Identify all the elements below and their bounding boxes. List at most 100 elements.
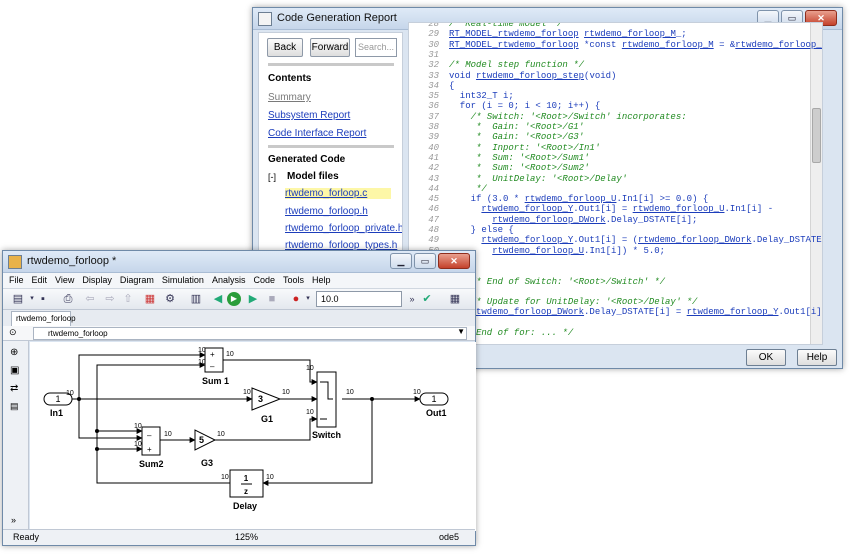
check-model-icon[interactable]: ✔ bbox=[422, 293, 432, 305]
back-button[interactable]: Back bbox=[267, 38, 303, 57]
menu-analysis[interactable]: Analysis bbox=[211, 275, 246, 285]
menu-simulation[interactable]: Simulation bbox=[161, 275, 204, 285]
code-identifier-link[interactable]: rtwdemo_forloop_M bbox=[735, 39, 823, 50]
signal-line[interactable] bbox=[96, 362, 230, 484]
code-scrollbar[interactable] bbox=[810, 23, 822, 344]
code-identifier-link[interactable]: rtwdemo_forloop_DWork bbox=[470, 307, 585, 318]
step-forward-icon[interactable]: ▶ bbox=[248, 293, 258, 305]
file-link-types-h[interactable]: rtwdemo_forloop_types.h bbox=[285, 240, 398, 251]
expand-icon[interactable]: » bbox=[11, 515, 17, 525]
code-identifier-link[interactable]: rtwdemo_forloop_U bbox=[492, 245, 585, 256]
code-identifier-link[interactable]: rtwdemo_forloop_DWork bbox=[492, 214, 606, 225]
inport-in1[interactable]: 1 In1 bbox=[43, 392, 73, 418]
signal-width-label: 10 bbox=[134, 441, 142, 448]
overflow-chevron-icon[interactable]: » bbox=[409, 294, 415, 304]
chevron-down-icon[interactable]: ▼ bbox=[457, 327, 465, 336]
line-number: 36 bbox=[428, 101, 439, 112]
tab-model[interactable]: rtwdemo_forloop bbox=[11, 311, 76, 326]
model-explorer-icon[interactable]: ▥ bbox=[190, 293, 202, 305]
forward-button[interactable]: Forward bbox=[310, 38, 350, 57]
subsystem-report-link[interactable]: Subsystem Report bbox=[268, 110, 351, 121]
report-app-icon bbox=[258, 12, 272, 26]
maximize-button[interactable]: ▭ bbox=[414, 253, 436, 269]
switch-block[interactable]: Switch bbox=[312, 371, 341, 440]
step-back-icon[interactable]: ◀ bbox=[213, 293, 223, 305]
code-identifier-link[interactable]: rtwdemo_forloop_Y bbox=[686, 307, 779, 318]
file-link-h[interactable]: rtwdemo_forloop.h bbox=[285, 206, 368, 217]
summary-link[interactable]: Summary bbox=[268, 92, 311, 103]
menu-help[interactable]: Help bbox=[312, 275, 331, 285]
fit-view-icon[interactable]: ▣ bbox=[10, 365, 20, 376]
menu-tools[interactable]: Tools bbox=[282, 275, 304, 285]
print-icon[interactable]: ⎙ bbox=[63, 293, 73, 305]
divider bbox=[268, 145, 394, 148]
forward-arrow-icon[interactable]: ⇨ bbox=[105, 293, 115, 305]
code-identifier-link[interactable]: rtwdemo_forloop_DWork bbox=[638, 235, 752, 246]
code-line: 43 * UnitDelay: '<Root>/Delay' bbox=[409, 174, 627, 184]
hide-browser-icon[interactable]: ⊙ bbox=[9, 327, 17, 337]
code-identifier-link[interactable]: rtwdemo_forloop_Y bbox=[481, 204, 574, 215]
outport-out1[interactable]: 1 Out1 bbox=[419, 392, 449, 418]
zoom-icon[interactable]: ⊕ bbox=[10, 347, 19, 358]
ok-button[interactable]: OK bbox=[746, 349, 786, 366]
up-arrow-icon[interactable]: ⇧ bbox=[123, 293, 133, 305]
run-icon[interactable]: ▶ bbox=[227, 292, 241, 306]
unit-delay-block[interactable]: 1 z Delay bbox=[229, 469, 264, 511]
line-number: 29 bbox=[428, 29, 439, 40]
back-arrow-icon[interactable]: ⇦ bbox=[85, 293, 95, 305]
file-link-private-h[interactable]: rtwdemo_forloop_private.h bbox=[285, 223, 403, 234]
library-browser-icon[interactable]: ▦ bbox=[144, 293, 156, 305]
menu-edit[interactable]: Edit bbox=[31, 275, 48, 285]
code-text: .Delay_DSTATE[i] - bbox=[751, 235, 822, 246]
code-identifier-link[interactable]: rtwdemo_forloop_Y bbox=[481, 235, 574, 246]
menu-view[interactable]: View bbox=[55, 275, 75, 285]
new-model-icon[interactable]: ▤ bbox=[12, 293, 24, 305]
signal-line[interactable] bbox=[78, 352, 206, 399]
file-link-c[interactable]: rtwdemo_forloop.c bbox=[285, 188, 392, 199]
model-files-toggle[interactable]: [-] bbox=[268, 172, 276, 182]
signal-line[interactable] bbox=[212, 416, 318, 441]
menu-code[interactable]: Code bbox=[253, 275, 275, 285]
code-line: 41 * Sum: '<Root>/Sum1' bbox=[409, 153, 589, 163]
signal-line[interactable] bbox=[262, 399, 373, 486]
stop-time-input[interactable]: 10.0 bbox=[316, 291, 402, 307]
signal-width-label: 10 bbox=[164, 431, 172, 438]
minimize-button[interactable]: ▁ bbox=[390, 253, 412, 269]
record-icon[interactable]: ● bbox=[292, 293, 300, 305]
build-icon[interactable]: ▦ bbox=[449, 293, 461, 305]
chevron-down-icon[interactable]: ▾ bbox=[306, 295, 310, 302]
stop-icon[interactable]: ■ bbox=[268, 293, 276, 305]
scrollbar-thumb[interactable] bbox=[812, 108, 821, 163]
signal-line[interactable] bbox=[223, 359, 318, 385]
menu-display[interactable]: Display bbox=[82, 275, 112, 285]
simulink-titlebar[interactable]: rtwdemo_forloop * ▁ ▭ ✕ bbox=[3, 251, 475, 273]
annotation-icon[interactable]: ▤ bbox=[10, 401, 19, 411]
code-text: .Out1[i] = ( bbox=[573, 235, 639, 246]
sum2-block[interactable]: – + Sum2 bbox=[139, 426, 164, 469]
arrows-icon[interactable]: ⇄ bbox=[10, 383, 19, 394]
code-identifier-link[interactable]: rtwdemo_forloop_U bbox=[524, 194, 617, 205]
code-line: 47 rtwdemo_forloop_DWork.Delay_DSTATE[i]… bbox=[409, 215, 697, 225]
model-canvas[interactable]: 1 In1 1 Out1 + – Sum 1 – + Sum2 bbox=[30, 342, 476, 531]
sum1-block[interactable]: + – Sum 1 bbox=[202, 347, 229, 386]
menu-file[interactable]: File bbox=[9, 275, 24, 285]
code-interface-report-link[interactable]: Code Interface Report bbox=[268, 128, 367, 139]
code-identifier-link[interactable]: RT_MODEL_rtwdemo_forloop bbox=[449, 39, 579, 50]
code-identifier-link[interactable]: rtwdemo_forloop_step bbox=[476, 70, 585, 81]
menu-diagram[interactable]: Diagram bbox=[119, 275, 154, 285]
code-identifier-link[interactable]: rtwdemo_forloop_U bbox=[632, 204, 725, 215]
gain-g1-block[interactable]: 3 G1 bbox=[251, 387, 282, 424]
chevron-down-icon[interactable]: ▾ bbox=[30, 295, 34, 302]
code-identifier-link[interactable]: rtwdemo_forloop_M bbox=[621, 39, 714, 50]
close-button[interactable]: ✕ bbox=[438, 253, 470, 269]
code-identifier-link[interactable]: rtwdemo_forloop_M bbox=[584, 29, 676, 40]
help-button[interactable]: Help bbox=[797, 349, 837, 366]
signal-line[interactable] bbox=[78, 399, 143, 441]
model-path[interactable]: rtwdemo_forloop bbox=[33, 327, 467, 340]
save-icon[interactable]: ▪ bbox=[41, 293, 45, 305]
code-identifier-link[interactable]: RT_MODEL_rtwdemo_forloop bbox=[449, 29, 579, 40]
search-input[interactable]: Search... bbox=[355, 38, 397, 57]
gear-icon[interactable]: ⚙ bbox=[165, 293, 175, 305]
gain-g3-block[interactable]: 5 G3 bbox=[194, 429, 217, 468]
